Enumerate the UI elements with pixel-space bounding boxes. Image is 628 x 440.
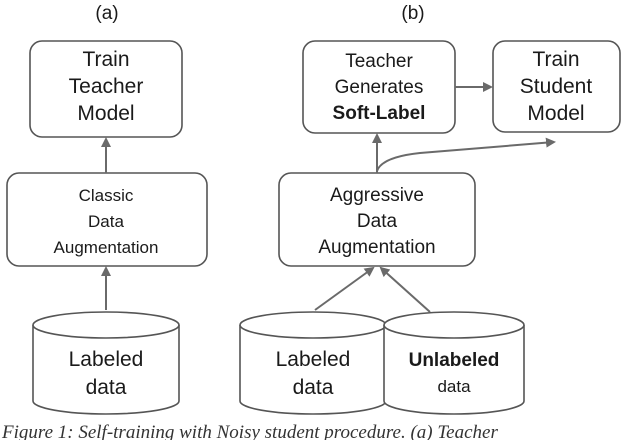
panel-label-a: (a) [95,3,118,24]
node-classic-data-augmentation: Classic Data Augmentation [6,172,208,267]
node-text-line: Model [77,102,134,125]
node-text-line: Labeled [276,348,351,371]
node-text-line: Unlabeled [409,350,500,371]
figure-caption: Figure 1: Self-training with Noisy stude… [1,422,498,440]
node-text-line: Student [520,75,593,98]
node-text-line: Data [357,211,398,232]
node-aggressive-data-augmentation: Aggressive Data Augmentation [278,172,476,267]
node-text-line: Teacher [69,75,144,98]
node-text-line: Model [527,102,584,125]
cylinder-labeled-data-b: Labeled data [239,311,387,415]
node-text-line: Classic [79,186,134,205]
node-text-line: data [437,377,471,396]
node-text-line: Augmentation [54,238,159,257]
cylinder-labeled-data-a: Labeled data [32,311,180,415]
node-train-student-model: Train Student Model [492,40,621,133]
node-text-line: Train [532,48,579,71]
node-text-line: Teacher [345,51,413,72]
arrow-unlabeled-to-aggressive [379,266,431,313]
node-teacher-generates-soft-label: Teacher Generates Soft-Label [302,40,456,134]
panel-label-b: (b) [401,3,424,24]
node-text-line: Aggressive [330,185,424,206]
arrow-aggressive-to-train-student [376,137,556,172]
node-text-line: Generates [335,77,424,98]
node-text-line: Labeled [69,348,144,371]
node-text-line: data [293,376,334,399]
node-text-line: Augmentation [318,237,435,258]
node-text-line: Train [82,48,129,71]
node-text-line: Data [88,212,124,231]
arrow-labeled-to-aggressive [314,266,375,311]
node-train-teacher-model: Train Teacher Model [29,40,183,138]
cylinder-unlabeled-data-b: Unlabeled data [383,311,525,415]
node-text-line: Soft-Label [333,103,426,124]
node-text-line: data [86,376,127,399]
